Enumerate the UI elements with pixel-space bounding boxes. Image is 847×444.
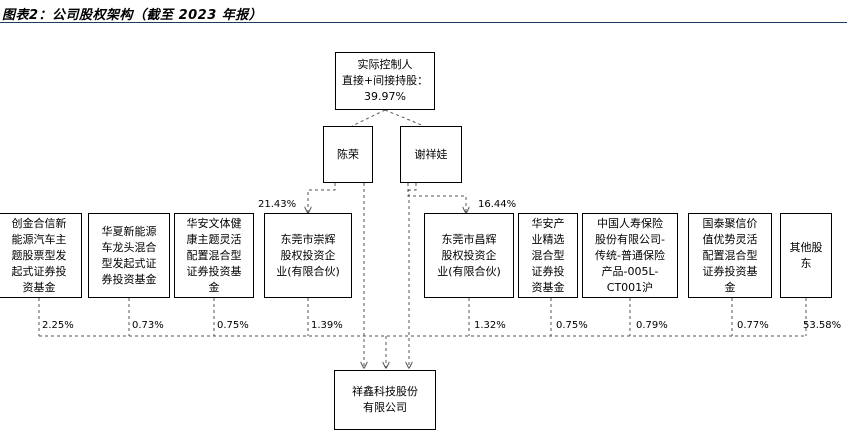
link-chenrong-chonghui: [308, 183, 336, 213]
pct-shareholder-5: 1.32%: [474, 320, 506, 331]
shareholder-box-5: 东莞市昌辉 股权投资企 业(有限合伙): [424, 213, 514, 298]
shareholder-box-8: 国泰聚信价 值优势灵活 配置混合型 证券投资基 金: [688, 213, 772, 298]
pct-shareholder-8: 0.77%: [737, 320, 769, 331]
shareholder-box-9: 其他股 东: [780, 213, 832, 298]
person-chenrong-box: 陈荣: [323, 126, 373, 183]
pct-shareholder-3: 0.75%: [217, 320, 249, 331]
link-xiexiangwa-company: [409, 183, 417, 368]
shareholder-box-6: 华安产 业精选 混合型 证券投 资基金: [518, 213, 578, 298]
title-divider: [0, 22, 847, 23]
pct-chenrong-chonghui: 21.43%: [258, 199, 297, 210]
pct-shareholder-9: 53.58%: [803, 320, 842, 331]
pct-xiexiangwa-changhui: 16.44%: [478, 199, 517, 210]
link-xiexiangwa-changhui: [407, 183, 466, 213]
figure-title: 图表2：公司股权架构（截至 2023 年报）: [2, 8, 263, 23]
shareholder-box-3: 华安文体健 康主题灵活 配置混合型 证券投资基 金: [174, 213, 254, 298]
shareholder-box-7: 中国人寿保险 股份有限公司- 传统-普通保险 产品-005L- CT001沪: [582, 213, 678, 298]
company-box: 祥鑫科技股份 有限公司: [334, 370, 436, 430]
pct-shareholder-7: 0.79%: [636, 320, 668, 331]
link-controller-chenrong: [351, 109, 386, 127]
pct-shareholder-4: 1.39%: [311, 320, 343, 331]
pct-shareholder-1: 2.25%: [42, 320, 74, 331]
link-controller-xiexiangwa: [384, 109, 425, 127]
pct-shareholder-6: 0.75%: [556, 320, 588, 331]
shareholder-box-4: 东莞市崇辉 股权投资企 业(有限合伙): [264, 213, 352, 298]
person-xiexiangwa-box: 谢祥娃: [400, 126, 462, 183]
shareholder-box-2: 华夏新能源 车龙头混合 型发起式证 券投资基金: [88, 213, 170, 298]
actual-controller-box: 实际控制人 直接+间接持股： 39.97%: [335, 52, 435, 110]
shareholder-box-1: 创金合信新 能源汽车主 题股票型发 起式证券投 资基金: [0, 213, 82, 298]
pct-shareholder-2: 0.73%: [132, 320, 164, 331]
